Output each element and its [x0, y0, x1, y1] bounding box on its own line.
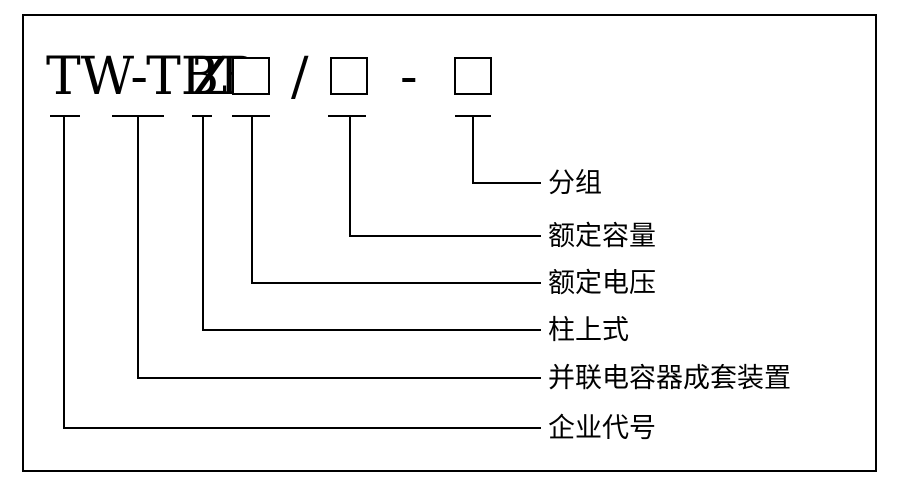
voltage-placeholder-box — [232, 57, 270, 95]
diagram-frame — [22, 14, 877, 472]
leader-pole-mounted — [202, 116, 541, 331]
label-group: 分组 — [548, 168, 602, 199]
leader-rated-capacity — [349, 116, 541, 237]
label-company-code: 企业代号 — [548, 413, 656, 444]
leader-shunt-capacitor — [137, 116, 541, 379]
label-rated-voltage: 额定电压 — [548, 268, 656, 299]
code-dash: - — [400, 47, 418, 107]
capacity-placeholder-box — [330, 57, 368, 95]
leader-group — [472, 116, 541, 184]
label-rated-capacity: 额定容量 — [548, 221, 656, 252]
code-slash: / — [291, 47, 309, 107]
leader-company-code — [63, 116, 541, 429]
leader-rated-voltage — [251, 116, 541, 284]
code-type-letter: Z — [192, 47, 228, 107]
label-pole-mounted: 柱上式 — [548, 315, 629, 346]
label-shunt-capacitor-set: 并联电容器成套装置 — [548, 363, 791, 394]
code-prefix: TW-TBB — [46, 47, 257, 107]
group-placeholder-box — [454, 57, 492, 95]
